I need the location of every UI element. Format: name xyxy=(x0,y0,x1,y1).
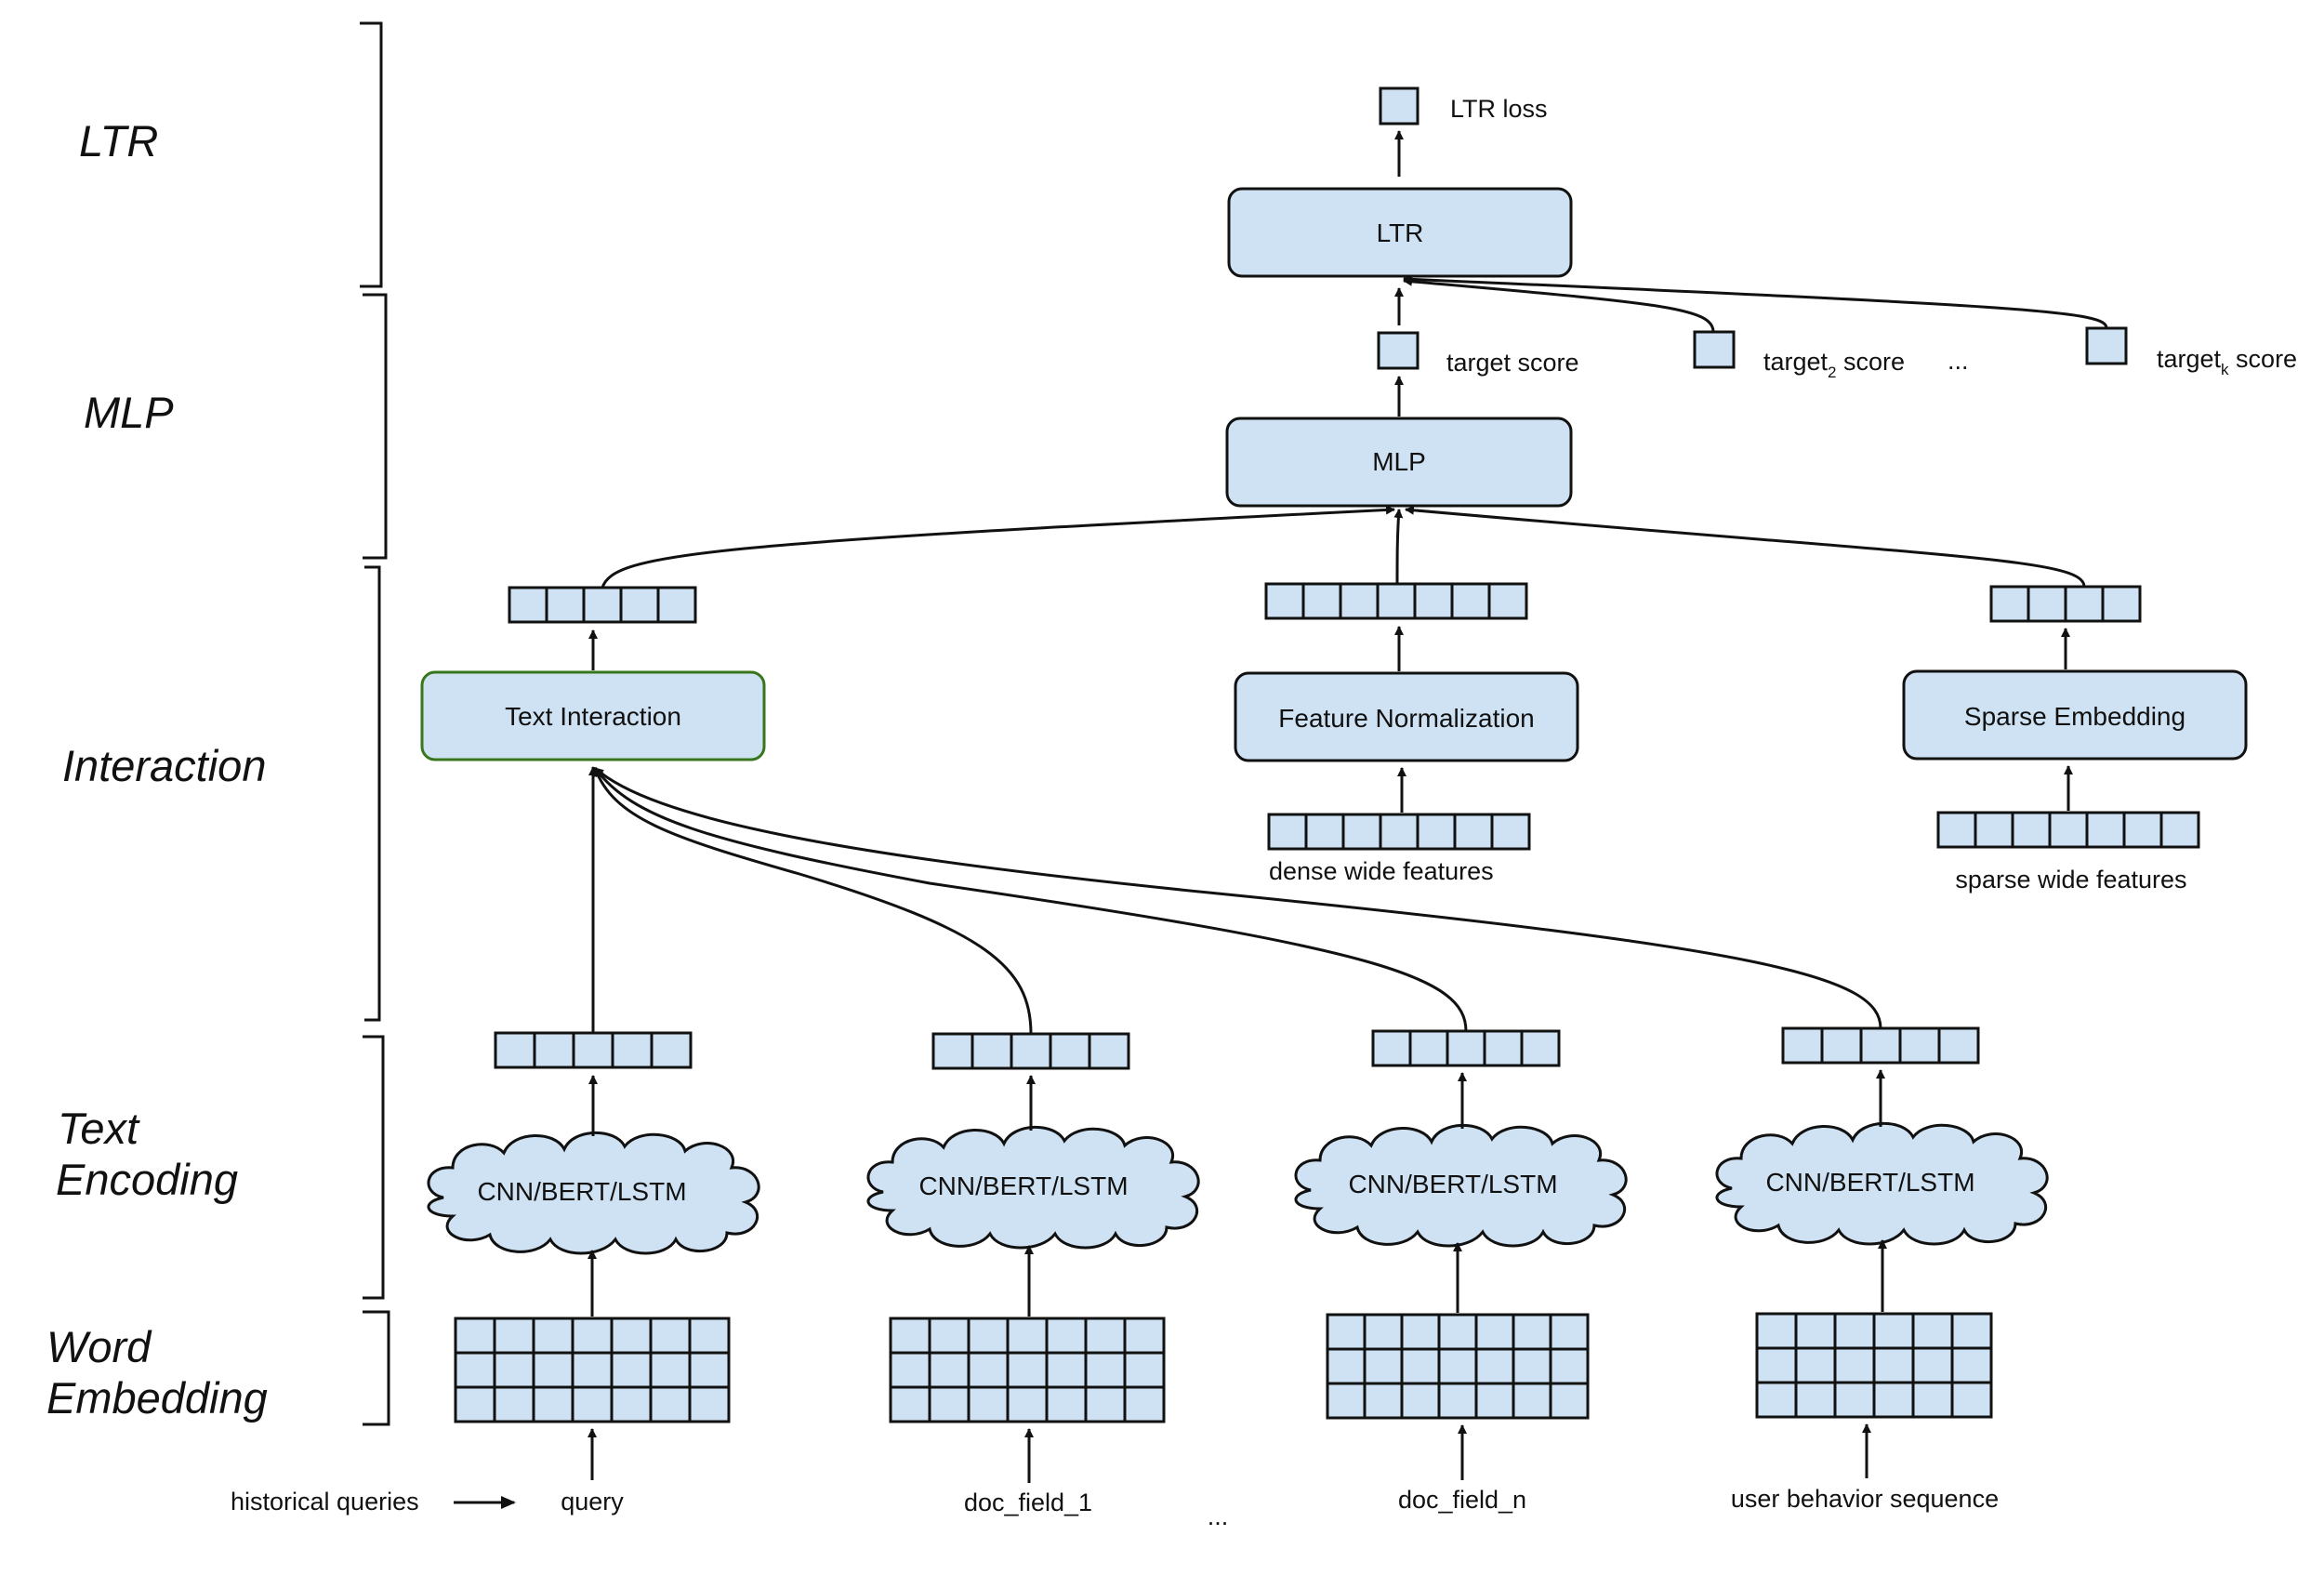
doc-fields-ellipsis: ... xyxy=(1208,1502,1229,1530)
doc-field-n-encoding-vector xyxy=(1371,1029,1561,1067)
layer-label-word-embedding-line1: Word xyxy=(46,1322,152,1371)
ltr-loss-label: LTR loss xyxy=(1450,95,1548,123)
arrow-targetk-to-ltr xyxy=(1403,274,2108,329)
mlp-box-label: MLP xyxy=(1372,447,1426,476)
query-label: query xyxy=(561,1488,624,1515)
feature-normalization-label: Feature Normalization xyxy=(1278,704,1534,733)
feature-normalization-box xyxy=(1234,671,1579,762)
sparse-embedding-label: Sparse Embedding xyxy=(1964,702,2185,731)
encoder-cloud-doc-field-n xyxy=(1294,1123,1628,1248)
text-interaction-label: Text Interaction xyxy=(505,702,681,731)
ltr-box xyxy=(1227,187,1573,278)
encoder-label-user-behavior: CNN/BERT/LSTM xyxy=(1765,1168,1974,1197)
doc-field-1-encoding-vector xyxy=(931,1032,1130,1070)
target-score-ellipsis: ... xyxy=(1948,347,1969,375)
arrow-target2-to-ltr xyxy=(1403,276,1715,333)
targetk-score-node xyxy=(2085,326,2128,365)
doc-field-1-label: doc_field_1 xyxy=(964,1489,1092,1516)
encoder-label-doc-field-1: CNN/BERT/LSTM xyxy=(918,1171,1128,1200)
target2-score-label: target2 score xyxy=(1763,348,1905,381)
encoder-cloud-doc-field-1 xyxy=(866,1125,1200,1250)
user-behavior-encoding-vector xyxy=(1781,1026,1980,1065)
encoder-label-doc-field-n: CNN/BERT/LSTM xyxy=(1348,1170,1557,1198)
interaction-layer-bracket xyxy=(364,565,381,1022)
mlp-box xyxy=(1225,417,1573,508)
arrow-user-behavior-to-text-interaction xyxy=(593,766,1882,1029)
query-word-embedding-grid xyxy=(454,1317,731,1423)
text-interaction-output-vector xyxy=(508,586,697,624)
target-score-label: target score xyxy=(1446,349,1579,377)
layer-label-text-encoding-line1: Text xyxy=(58,1104,140,1153)
arrow-sparse-vector-to-mlp xyxy=(1405,505,2086,588)
sparse-embedding-box xyxy=(1902,669,2248,761)
layer-label-ltr: LTR xyxy=(79,116,158,165)
encoder-cloud-user-behavior xyxy=(1715,1121,2049,1246)
ltr-layer-bracket xyxy=(360,21,383,288)
targetk-score-label: targetk score xyxy=(2157,345,2297,378)
sparse-wide-features-label: sparse wide features xyxy=(1955,866,2186,893)
ltr-loss-node xyxy=(1379,86,1419,126)
ltr-box-label: LTR xyxy=(1377,218,1424,247)
arrow-dense-vector-to-mlp xyxy=(1393,509,1404,585)
text-encoding-layer-bracket xyxy=(363,1035,385,1300)
mlp-layer-bracket xyxy=(363,293,388,560)
layer-label-word-embedding-line2: Embedding xyxy=(46,1373,268,1423)
sparse-embedding-output-vector xyxy=(1989,585,2142,623)
user-behavior-sequence-label: user behavior sequence xyxy=(1731,1485,1999,1513)
doc-field-n-word-embedding-grid xyxy=(1326,1313,1590,1420)
layer-label-text-encoding-line2: Encoding xyxy=(56,1155,238,1204)
user-behavior-word-embedding-grid xyxy=(1755,1312,1993,1419)
dense-wide-features-label: dense wide features xyxy=(1269,857,1494,885)
dense-wide-features-vector xyxy=(1267,813,1531,851)
text-interaction-box xyxy=(420,670,766,761)
layer-label-mlp: MLP xyxy=(84,388,174,437)
encoder-cloud-query xyxy=(427,1131,760,1255)
arrow-doc1-to-text-interaction xyxy=(593,767,1033,1035)
query-encoding-vector xyxy=(494,1031,693,1069)
historical-queries-label: historical queries xyxy=(231,1488,419,1515)
feature-normalization-output-vector xyxy=(1264,582,1528,620)
doc-field-n-label: doc_field_n xyxy=(1398,1486,1526,1514)
word-embedding-layer-bracket xyxy=(363,1310,390,1426)
arrow-text-vector-to-mlp xyxy=(601,505,1395,589)
arrow-docn-to-text-interaction xyxy=(593,767,1468,1032)
layer-label-interaction: Interaction xyxy=(62,741,266,790)
target-score-node xyxy=(1377,331,1419,370)
sparse-wide-features-vector xyxy=(1936,811,2200,849)
encoder-label-query: CNN/BERT/LSTM xyxy=(477,1177,686,1206)
target2-score-node xyxy=(1693,330,1736,369)
doc-field-1-word-embedding-grid xyxy=(889,1317,1166,1423)
